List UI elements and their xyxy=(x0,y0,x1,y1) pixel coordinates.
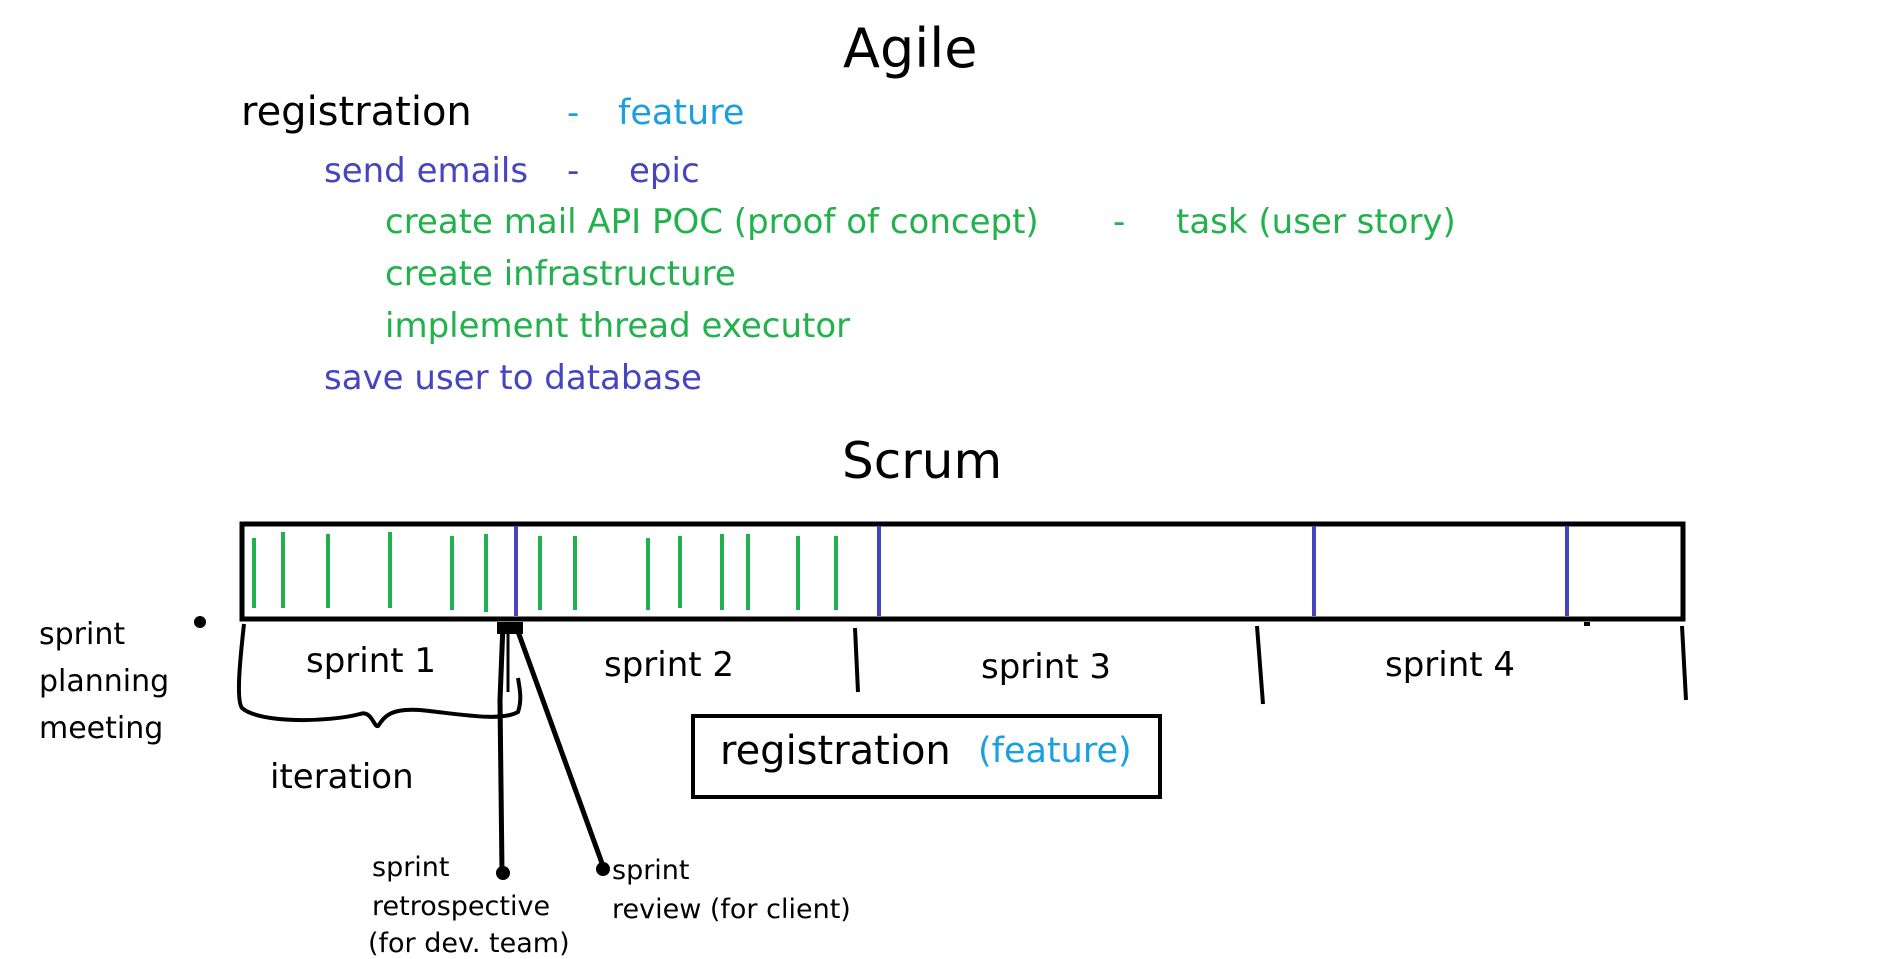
sprint-1-task-ticks xyxy=(252,532,488,612)
feature-box xyxy=(691,714,1162,799)
review-dot xyxy=(596,862,610,876)
planning-meeting-dot xyxy=(194,616,206,628)
task-item-3: implement thread executor xyxy=(385,306,851,346)
epic-name: send emails xyxy=(324,151,529,191)
feature-dash: - xyxy=(567,93,580,133)
epic-dash: - xyxy=(567,151,580,191)
feature-box-name: registration xyxy=(720,728,951,774)
feature-type: feature xyxy=(618,93,745,133)
epic-type: epic xyxy=(629,151,700,191)
sprint-1-label: sprint 1 xyxy=(306,641,437,681)
planning-label-line-1: sprint xyxy=(39,617,126,652)
sprint-2-label: sprint 2 xyxy=(604,645,735,685)
timeline-box xyxy=(239,521,1686,622)
feature-name: registration xyxy=(241,89,472,135)
task-item-1: create mail API POC (proof of concept) xyxy=(385,202,1039,242)
agile-title: Agile xyxy=(843,17,978,80)
sprint-3-label: sprint 3 xyxy=(981,647,1112,687)
retrospective-label-line-3: (for dev. team) xyxy=(368,928,570,959)
sprint-2-task-ticks xyxy=(538,534,838,610)
retrospective-pointer xyxy=(497,623,506,873)
iteration-label: iteration xyxy=(270,757,414,797)
feature-box-type: (feature) xyxy=(978,731,1132,771)
retrospective-label-line-2: retrospective xyxy=(372,891,551,922)
planning-label-line-3: meeting xyxy=(39,711,164,746)
retrospective-dot xyxy=(496,866,510,880)
review-pointer xyxy=(513,625,606,867)
retrospective-label-line-1: sprint xyxy=(372,852,450,883)
sprint-4-label: sprint 4 xyxy=(1385,645,1516,685)
task-type: task (user story) xyxy=(1176,202,1456,242)
iteration-brace xyxy=(236,623,523,728)
epic-2-name: save user to database xyxy=(324,358,702,398)
pointer-junction xyxy=(497,622,523,634)
task-item-2: create infrastructure xyxy=(385,254,736,294)
sprint-dividers xyxy=(514,526,1569,616)
review-label-line-2: review (for client) xyxy=(612,894,851,925)
planning-label-line-2: planning xyxy=(39,664,170,699)
scrum-title: Scrum xyxy=(842,432,1003,490)
sprint-boundary-marks xyxy=(853,622,1688,705)
review-label-line-1: sprint xyxy=(612,855,690,886)
task-dash: - xyxy=(1113,202,1126,242)
